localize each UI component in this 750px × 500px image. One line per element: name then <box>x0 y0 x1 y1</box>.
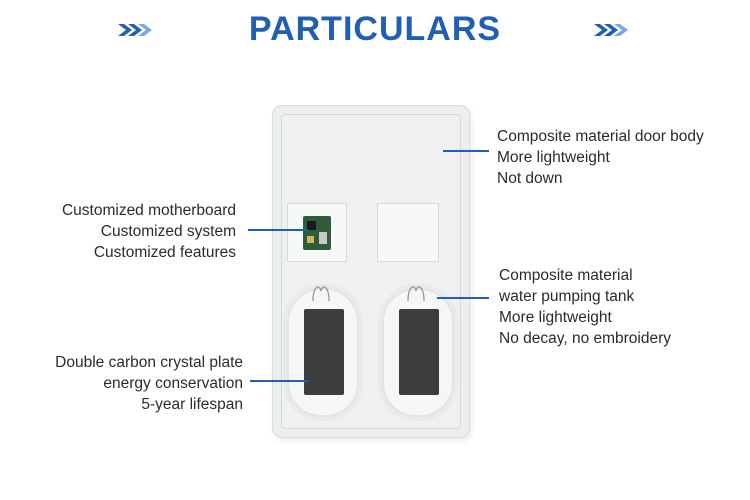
callout-tank: Composite material water pumping tank Mo… <box>499 265 671 349</box>
water-tank-right <box>382 288 454 417</box>
page-title: PARTICULARS <box>248 10 502 48</box>
callout-text: More lightweight <box>499 309 612 326</box>
callout-motherboard: Customized motherboard Customized system… <box>62 200 236 263</box>
callout-text: Customized features <box>93 244 236 261</box>
callout-text: Not down <box>497 170 563 187</box>
cover-box <box>377 203 439 262</box>
callout-text: Composite material <box>499 267 633 284</box>
callout-line-door <box>443 150 489 152</box>
heater-wire <box>407 286 425 302</box>
water-tank-left <box>287 288 359 417</box>
double-chevron-right-icon <box>594 24 628 36</box>
motherboard <box>303 216 331 250</box>
callout-line-motherboard <box>248 229 308 231</box>
callout-plate: Double carbon crystal plate energy conse… <box>55 352 243 415</box>
callout-text: Customized motherboard <box>61 202 236 219</box>
callout-text: Customized system <box>100 223 236 240</box>
callout-text: Double carbon crystal plate <box>55 354 243 371</box>
callout-text: energy conservation <box>103 375 243 392</box>
callout-text: 5-year lifespan <box>141 396 243 413</box>
callout-text: water pumping tank <box>499 288 635 305</box>
callout-text: Composite material door body <box>497 128 704 145</box>
carbon-crystal-plate <box>304 309 344 395</box>
motherboard-box <box>287 203 347 262</box>
carbon-crystal-plate <box>399 309 439 395</box>
heater-wire <box>312 286 330 302</box>
callout-line-tank <box>437 297 489 299</box>
double-chevron-right-icon <box>118 24 152 36</box>
callout-text: More lightweight <box>497 149 610 166</box>
callout-line-plate <box>250 380 308 382</box>
callout-text: No decay, no embroidery <box>499 330 672 347</box>
callout-door: Composite material door body More lightw… <box>497 126 704 189</box>
